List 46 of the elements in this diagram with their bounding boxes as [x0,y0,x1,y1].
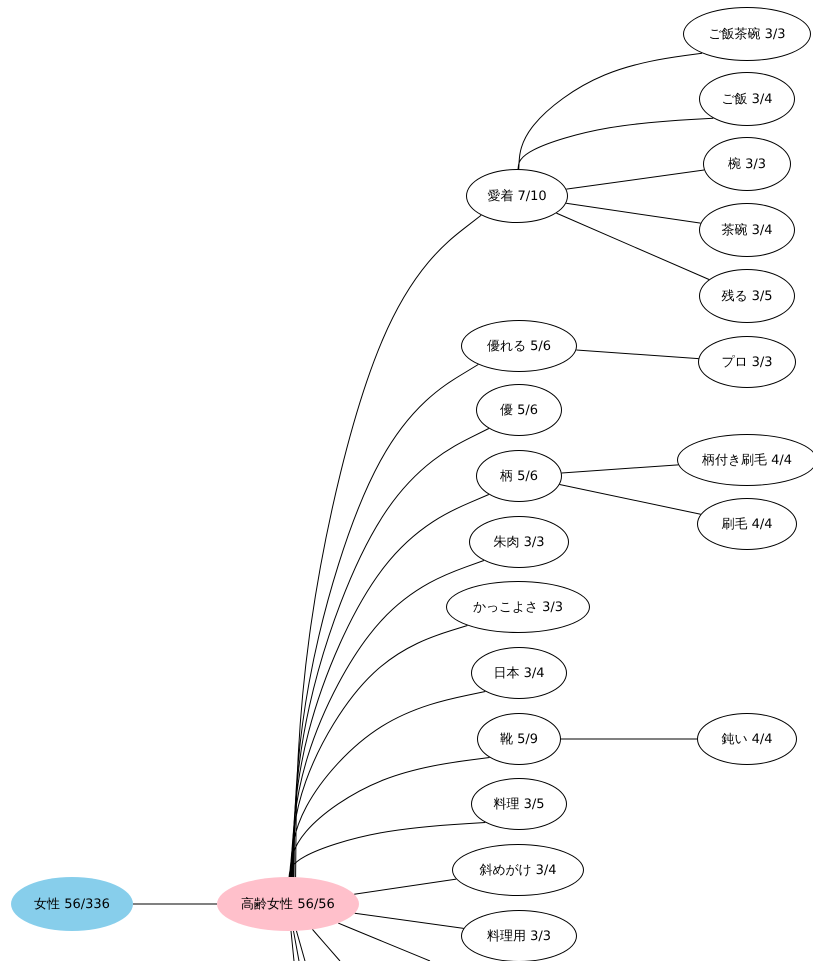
node-label: ご飯 3/4 [721,91,773,108]
node-label: プロ 3/3 [721,354,773,371]
connector-line [290,930,294,961]
connector-line [296,930,306,961]
node-label: 柄付き刷毛 4/4 [702,452,792,469]
connector-line [556,212,710,280]
node-label: 料理用 3/3 [486,928,552,945]
connector-line [292,930,300,961]
connector-line [291,560,484,878]
node-label: 朱肉 3/3 [493,534,545,551]
node-label: 斜めがけ 3/4 [479,862,557,879]
node-label: 残る 3/5 [721,288,773,305]
connector-line [560,738,698,740]
node-label: 茶碗 3/4 [721,222,773,239]
node-label: 女性 56/336 [34,896,110,913]
node-label: ご飯茶碗 3/3 [708,26,786,43]
connector-line [290,625,468,878]
connector-line [338,922,430,961]
node-label: 日本 3/4 [493,665,545,682]
connector-line [576,350,699,360]
connector-line [518,118,714,170]
connector-line [295,214,482,878]
node-label: 料理 3/5 [493,796,545,813]
node-label: 優 5/6 [500,402,538,419]
connector-line [354,878,457,895]
connector-line [561,464,679,474]
connector-line [566,169,705,190]
ellipse-node [677,434,813,486]
node-label: 刷毛 4/4 [721,516,773,533]
node-label: 鈍い 4/4 [721,731,773,748]
connector-line [559,484,702,515]
connector-line [289,757,490,878]
node-label: かっこよさ 3/3 [472,599,564,616]
connector-line [354,912,464,929]
connector-line [312,928,340,961]
connector-line [294,364,479,878]
node-label: 優れる 5/6 [486,338,552,355]
node-label: 柄 5/6 [500,468,538,485]
node-label: 愛着 7/10 [487,188,547,205]
connector-line [518,52,703,170]
connector-line [288,822,486,878]
node-label: 椀 3/3 [728,156,766,173]
connector-line [290,691,486,878]
node-label: 高齢女性 56/56 [241,896,335,913]
node-label: 靴 5/9 [500,731,538,748]
connector-line [566,202,702,224]
